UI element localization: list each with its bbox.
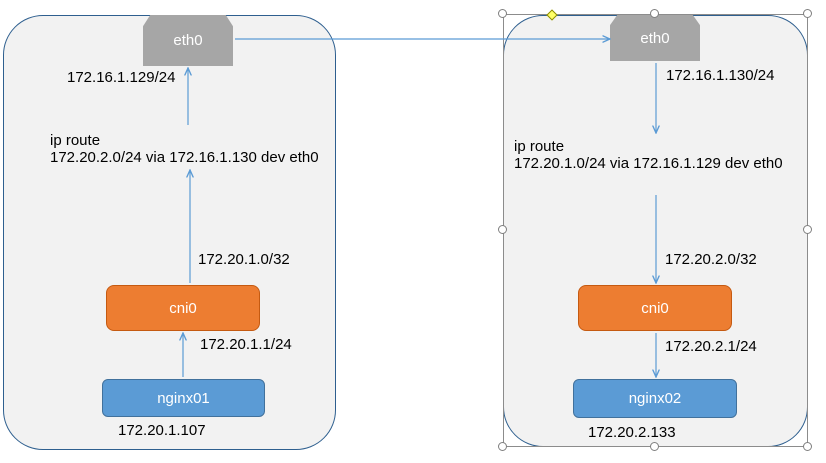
host-right-route-rule: 172.20.1.0/24 via 172.16.1.129 dev eth0 <box>514 155 783 172</box>
host-right-pod-label: nginx02 <box>628 390 682 407</box>
resize-handle-bottom-right[interactable] <box>803 442 812 451</box>
resize-handle-top-center[interactable] <box>650 9 659 18</box>
host-left-cni0: cni0 <box>106 285 260 331</box>
host-left-route-title: ip route <box>50 132 101 149</box>
resize-handle-top-right[interactable] <box>803 9 812 18</box>
resize-handle-top-left[interactable] <box>498 9 507 18</box>
host-left-eth0-ip: 172.16.1.129/24 <box>67 69 176 86</box>
host-left-cni-ip: 172.20.1.1/24 <box>200 336 292 353</box>
host-right-cni-subnet: 172.20.2.0/32 <box>665 251 757 268</box>
host-left-pod-nginx01: nginx01 <box>102 379 265 417</box>
host-left-eth0-label: eth0 <box>173 32 203 49</box>
host-left-pod-ip: 172.20.1.107 <box>118 422 206 439</box>
resize-handle-bottom-left[interactable] <box>498 442 507 451</box>
host-right-eth0-label: eth0 <box>640 29 670 47</box>
host-right-route-title: ip route <box>514 138 565 155</box>
resize-handle-middle-left[interactable] <box>498 225 507 234</box>
host-left-pod-label: nginx01 <box>157 389 210 407</box>
host-right-cni0: cni0 <box>578 285 732 331</box>
resize-handle-bottom-center[interactable] <box>650 442 659 451</box>
host-left-cni-subnet: 172.20.1.0/32 <box>198 251 290 268</box>
host-right-eth0-ip: 172.16.1.130/24 <box>666 67 775 84</box>
host-left-eth0: eth0 <box>143 15 233 66</box>
host-right-pod-nginx02: nginx02 <box>573 379 737 418</box>
host-left-route-rule: 172.20.2.0/24 via 172.16.1.130 dev eth0 <box>50 149 319 166</box>
host-left-box <box>3 15 336 450</box>
host-right-eth0: eth0 <box>610 15 700 61</box>
resize-handle-middle-right[interactable] <box>803 225 812 234</box>
host-right-pod-ip: 172.20.2.133 <box>588 424 676 441</box>
host-right-cni-ip: 172.20.2.1/24 <box>665 338 757 355</box>
host-left-cni0-label: cni0 <box>169 299 197 317</box>
host-right-cni0-label: cni0 <box>641 299 669 317</box>
